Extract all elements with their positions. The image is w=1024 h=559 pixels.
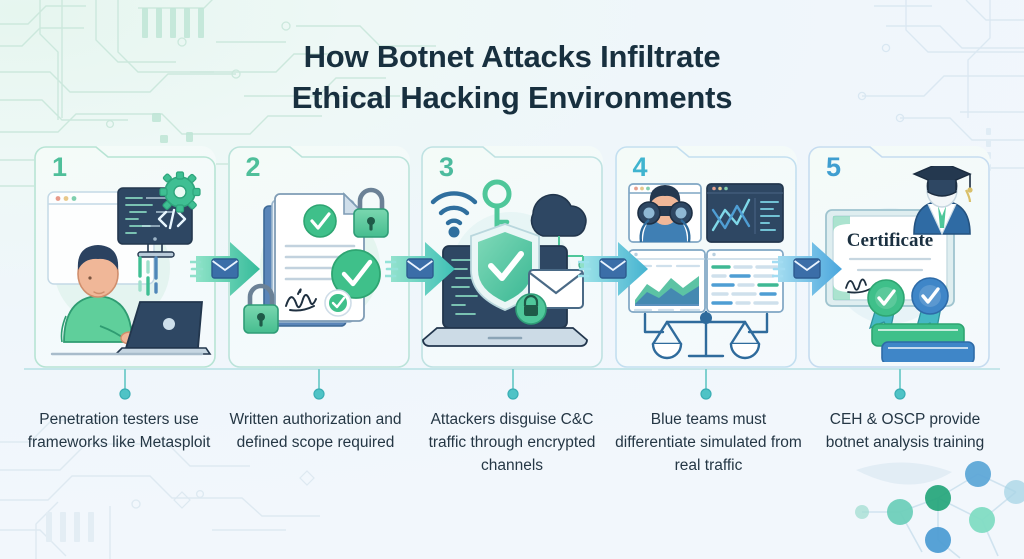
step-number-5: 5: [826, 152, 842, 182]
steps-row: 1: [34, 146, 990, 368]
envelope-lock-icon: [515, 269, 584, 325]
padlock-icon: [352, 187, 389, 238]
signature-icon: [284, 288, 317, 312]
page-title-line-1: How Botnet Attacks Infiltrate: [303, 39, 721, 74]
books-stack-icon: [871, 323, 975, 362]
step-card-1[interactable]: 1: [34, 146, 216, 368]
step-number-1: 1: [52, 152, 68, 182]
step-caption-4: Blue teams must differentiate simulated …: [615, 411, 802, 474]
line-chart-panel-icon: [705, 183, 784, 243]
signed-authorization-document-illustration: [242, 187, 389, 334]
log-table-panel-icon: [705, 249, 784, 313]
certificate-title: Certificate: [847, 230, 934, 251]
step-number-2: 2: [245, 152, 261, 182]
envelope-icon: [211, 258, 239, 279]
wifi-dot-icon: [448, 226, 460, 238]
code-brackets-icon: [157, 208, 187, 230]
step-number-3: 3: [439, 152, 455, 182]
page-title: How Botnet Attacks Infiltrate Ethical Ha…: [0, 36, 1024, 118]
check-circle-icon: [330, 249, 381, 299]
step-card-3[interactable]: 3: [421, 146, 603, 368]
graduate-person-icon: [912, 166, 973, 236]
step-caption-1: Penetration testers use frameworks like …: [27, 411, 211, 451]
binoculars-person-icon: [627, 183, 702, 243]
card-frame: [614, 146, 797, 368]
card-frame: [227, 146, 410, 368]
area-chart-panel-icon: [627, 249, 706, 313]
pentester-at-laptop-illustration: [47, 171, 212, 356]
step-caption-2: Written authorization and defined scope …: [229, 411, 402, 451]
arrow-step-2-to-3: [385, 242, 455, 296]
wifi-icon: [430, 191, 478, 226]
step-card-4[interactable]: 4: [614, 146, 797, 368]
arrow-step-1-to-2: [190, 242, 260, 296]
step-number-4: 4: [632, 152, 648, 182]
arrow-step-4-to-5: [772, 242, 842, 296]
check-circle-icon: [323, 289, 352, 317]
check-circle-icon: [302, 204, 337, 238]
blue-team-monitoring-dashboards-illustration: [627, 183, 784, 360]
envelope-icon: [599, 258, 627, 279]
step-caption-5: CEH & OSCP provide botnet analysis train…: [825, 411, 985, 451]
arrow-step-3-to-4: [578, 242, 648, 296]
step-connector-stems: [24, 368, 1000, 400]
padlock-icon: [242, 283, 279, 334]
laptop-icon: [114, 301, 212, 355]
card-frame: [421, 146, 603, 368]
step-caption-3: Attackers disguise C&C traffic through e…: [428, 411, 596, 474]
envelope-icon: [793, 258, 821, 279]
page-title-line-2: Ethical Hacking Environments: [291, 80, 733, 115]
step-card-5[interactable]: 5 Certificate: [808, 146, 990, 368]
scales-balance-icon: [643, 310, 768, 360]
person-icon: [60, 245, 140, 345]
envelope-icon: [406, 258, 434, 279]
signature-icon: [845, 278, 871, 294]
card-frame: [808, 146, 990, 368]
certification-training-illustration: Certificate: [825, 166, 975, 362]
data-stream-icon: [138, 256, 158, 296]
step-captions-row: Penetration testers use frameworks like …: [24, 408, 1000, 498]
encrypted-channel-laptop-illustration: [422, 179, 588, 347]
gear-icon: [159, 171, 201, 213]
